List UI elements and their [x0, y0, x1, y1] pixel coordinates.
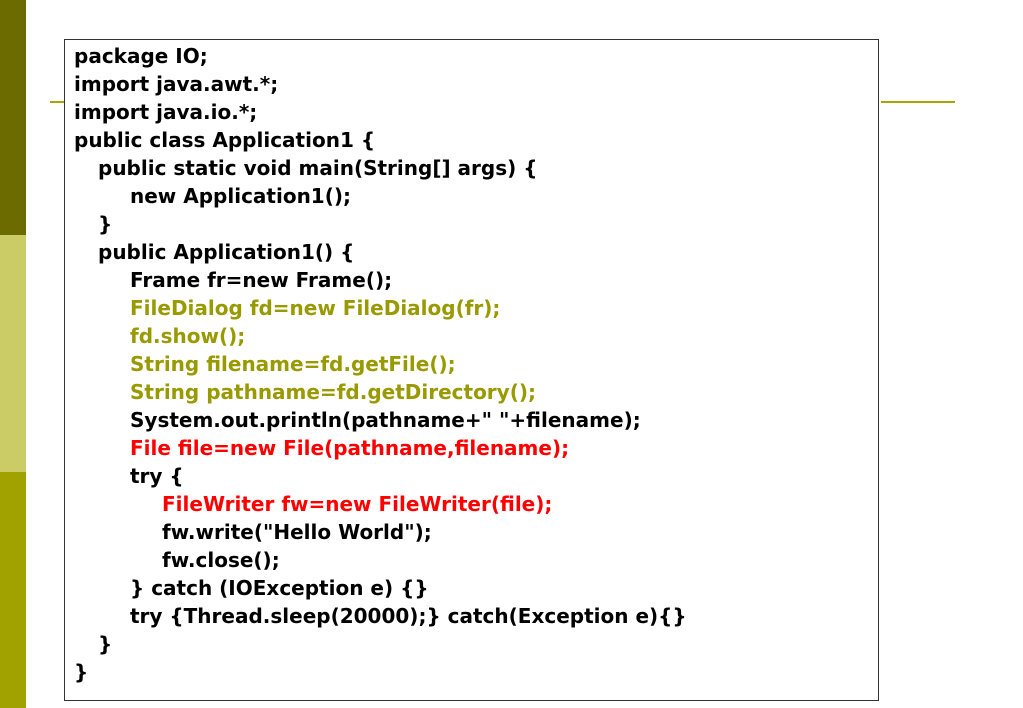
code-line: import java.io.*; [74, 100, 258, 124]
left-bar-light [0, 235, 26, 472]
code-line: fw.close(); [162, 548, 280, 572]
code-line: import java.awt.*; [74, 72, 279, 96]
code-line: try { [130, 464, 184, 488]
left-bar-dark [0, 0, 26, 235]
code-line: } [74, 660, 89, 684]
code-line: public static void main(String[] args) { [98, 156, 538, 180]
code-line-highlight: FileDialog fd=new FileDialog(fr); [130, 296, 501, 320]
code-line-highlight: FileWriter fw=new FileWriter(file); [162, 492, 553, 516]
code-line: } [98, 212, 113, 236]
code-line: new Application1(); [130, 184, 352, 208]
code-line-highlight: fd.show(); [130, 324, 246, 348]
code-line: Frame fr=new Frame(); [130, 268, 393, 292]
code-line: public class Application1 { [74, 128, 376, 152]
left-bar-olive [0, 472, 26, 708]
title-rule-right [881, 101, 955, 103]
code-line-highlight: File file=new File(pathname,filename); [130, 436, 570, 460]
code-line: try {Thread.sleep(20000);} catch(Excepti… [130, 604, 687, 628]
code-line: } [98, 632, 113, 656]
code-line: package IO; [74, 44, 208, 68]
code-line: } catch (IOException e) {} [130, 576, 429, 600]
code-line-highlight: String pathname=fd.getDirectory(); [130, 380, 536, 404]
code-line: public Application1() { [98, 240, 355, 264]
code-line: System.out.println(pathname+" "+filename… [130, 408, 641, 432]
title-rule-left [50, 101, 66, 103]
code-line: fw.write("Hello World"); [162, 520, 432, 544]
code-listing: package IO; import java.awt.*; import ja… [64, 39, 879, 701]
code-line-highlight: String filename=fd.getFile(); [130, 352, 456, 376]
